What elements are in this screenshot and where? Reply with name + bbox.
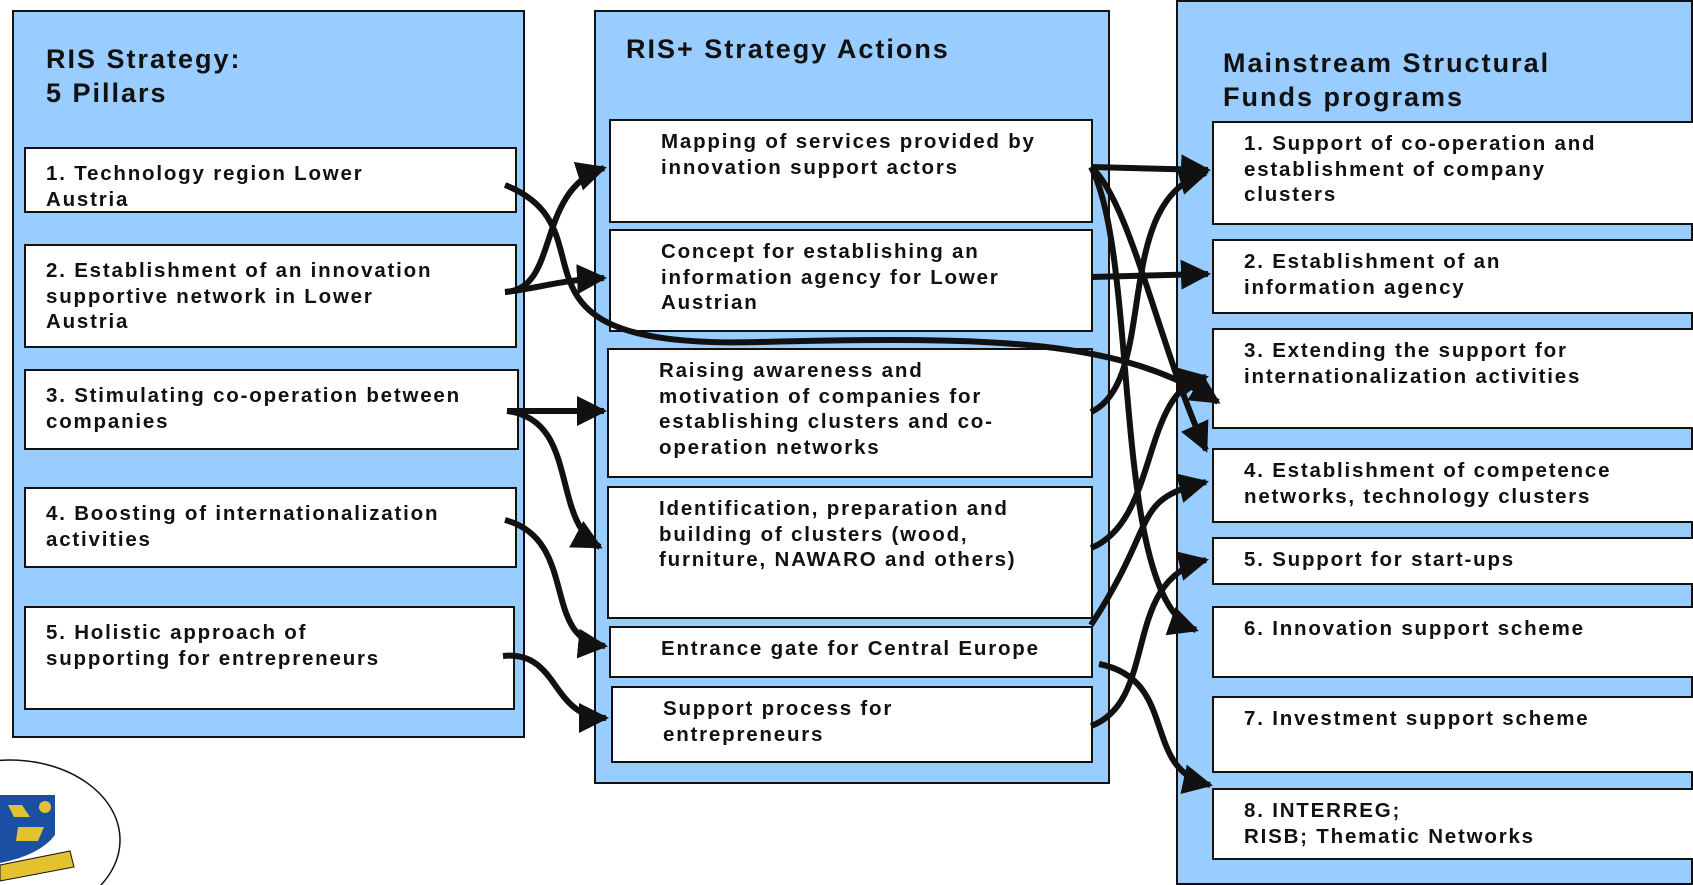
pillar-2: 2. Establishment of an innovation suppor…: [24, 244, 517, 348]
structural-funds-panel: Mainstream Structural Funds programs 1. …: [1176, 0, 1693, 885]
ris-strategy-panel: RIS Strategy: 5 Pillars 1. Technology re…: [12, 10, 525, 738]
action-mapping-services: Mapping of services provided by innovati…: [609, 119, 1093, 223]
action-entrance-gate: Entrance gate for Central Europe: [609, 626, 1093, 678]
strategy-actions-title: RIS+ Strategy Actions: [626, 34, 950, 64]
strategy-actions-panel: RIS+ Strategy Actions Mapping of service…: [594, 10, 1110, 784]
lower-austria-coat-of-arms-icon: [0, 759, 121, 885]
pillar-4: 4. Boosting of internationalization acti…: [24, 487, 517, 568]
action-raising-awareness: Raising awareness and motivation of comp…: [607, 348, 1093, 478]
fund-program-5: 5. Support for start-ups: [1212, 537, 1693, 585]
action-information-agency-concept: Concept for establishing an information …: [609, 229, 1093, 332]
pillar-3: 3. Stimulating co-operation between comp…: [24, 369, 519, 450]
fund-program-3: 3. Extending the support for internation…: [1212, 328, 1693, 429]
fund-program-7: 7. Investment support scheme: [1212, 696, 1693, 773]
fund-program-8: 8. INTERREG; RISB; Thematic Networks: [1212, 788, 1693, 860]
fund-program-2: 2. Establishment of an information agenc…: [1212, 239, 1693, 314]
pillar-1: 1. Technology region Lower Austria: [24, 147, 517, 213]
pillar-5: 5. Holistic approach of supporting for e…: [24, 606, 515, 710]
action-cluster-identification: Identification, preparation and building…: [607, 486, 1093, 619]
structural-funds-title: Mainstream Structural Funds programs: [1223, 48, 1551, 112]
fund-program-6: 6. Innovation support scheme: [1212, 606, 1693, 678]
ris-strategy-title: RIS Strategy: 5 Pillars: [46, 44, 242, 108]
action-support-process: Support process for entrepreneurs: [611, 686, 1093, 763]
fund-program-4: 4. Establishment of competence networks,…: [1212, 448, 1693, 523]
fund-program-1: 1. Support of co-operation and establish…: [1212, 121, 1693, 225]
